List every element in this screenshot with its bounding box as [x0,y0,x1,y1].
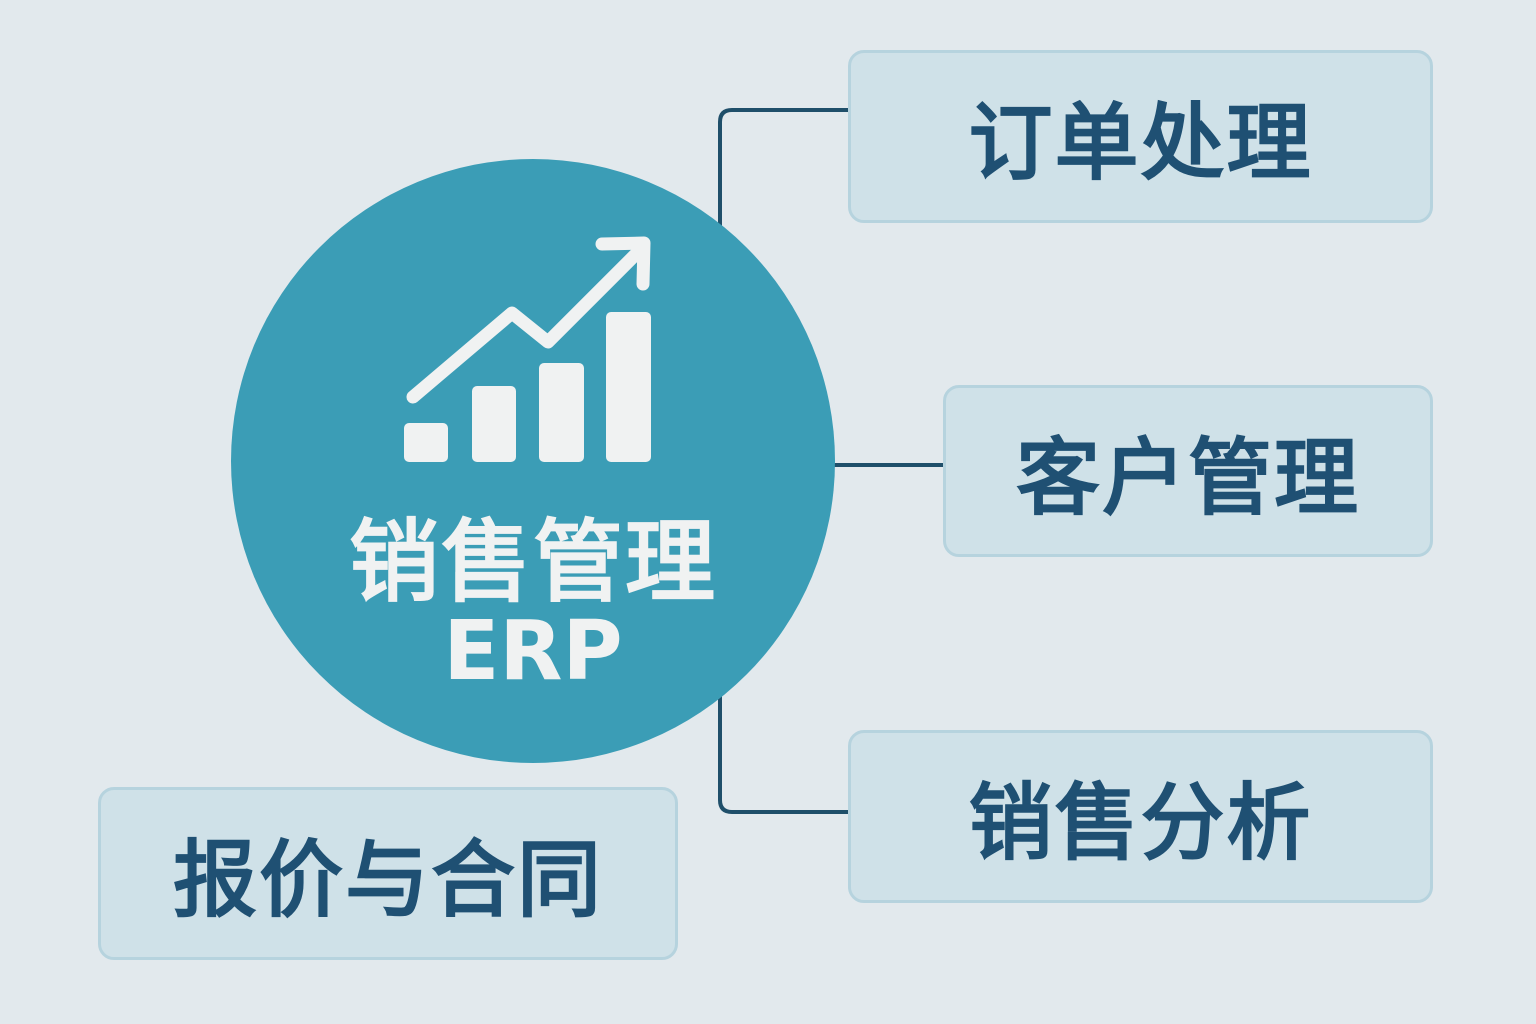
connector-order [718,108,850,240]
bar-2 [472,386,516,462]
trend-line [406,247,643,404]
module-label: 订单处理 [968,94,1313,192]
module-sales-analysis[interactable]: 销售分析 [848,730,1433,903]
module-label: 客户管理 [1015,428,1360,527]
module-label: 报价与合同 [172,831,603,929]
connector-analysis [718,680,850,814]
center-subtitle: ERP [443,604,623,699]
bar-4 [606,312,651,462]
module-label: 销售分析 [968,774,1313,872]
bar-1 [404,423,448,462]
module-customer-management[interactable]: 客户管理 [943,385,1433,557]
bar-3 [539,363,584,462]
module-order-processing[interactable]: 订单处理 [848,50,1433,223]
growth-chart-icon [404,236,651,462]
module-quotes-contracts[interactable]: 报价与合同 [98,787,678,960]
center-hub: 销售管理 ERP [231,159,835,763]
arrow-head [595,236,651,291]
center-title: 销售管理 [349,510,717,615]
